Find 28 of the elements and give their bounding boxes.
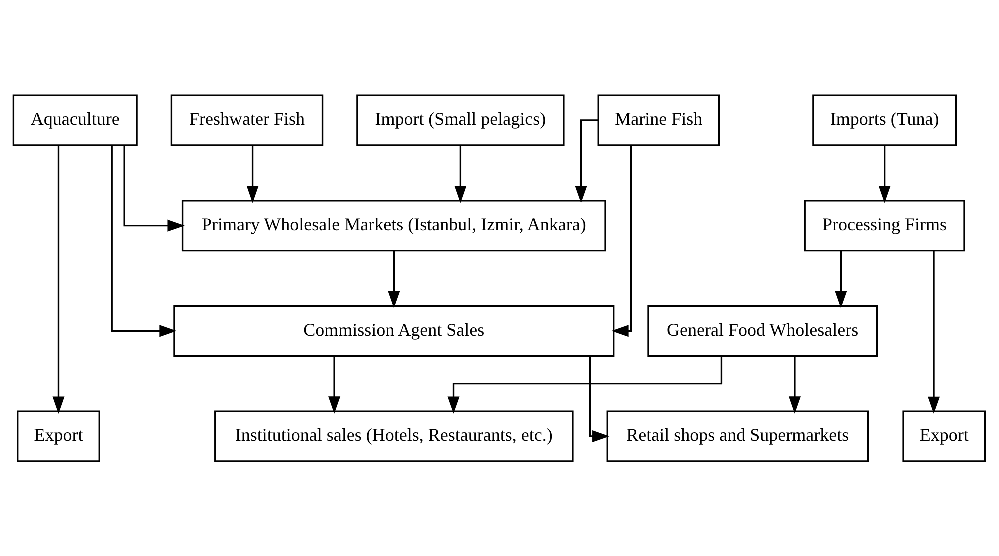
arrow	[878, 144, 891, 203]
arrow	[454, 144, 467, 203]
node-box: General Food Wholesalers	[648, 304, 878, 356]
arrow	[835, 250, 848, 308]
arrow	[246, 144, 259, 203]
node-box: Aquaculture	[12, 94, 138, 146]
node-box: Export	[902, 410, 986, 462]
node-box: Imports (Tuna)	[812, 94, 958, 146]
arrow	[328, 356, 341, 414]
arrow	[612, 144, 632, 337]
arrow	[388, 250, 400, 308]
node-box: Freshwater Fish	[170, 94, 324, 146]
node-box: Export	[17, 410, 100, 462]
node-box: Import (Small pelagics)	[356, 94, 565, 146]
arrow	[575, 119, 598, 203]
node-box: Retail shops and Supermarkets	[606, 410, 870, 462]
node-box: Institutional sales (Hotels, Restaurants, etc.)	[214, 410, 574, 462]
arrow	[788, 356, 801, 414]
node-box: Marine Fish	[598, 94, 720, 146]
arrow	[589, 356, 610, 442]
arrow	[448, 356, 723, 414]
node-box: Primary Wholesale Markets (Istanbul, Izmir, Ankara)	[182, 200, 606, 252]
arrow	[928, 250, 940, 414]
arrow	[52, 145, 65, 414]
arrow	[124, 144, 185, 232]
arrow	[111, 144, 177, 337]
node-box: Processing Firms	[804, 200, 966, 252]
node-box: Commission Agent Sales	[174, 304, 615, 356]
